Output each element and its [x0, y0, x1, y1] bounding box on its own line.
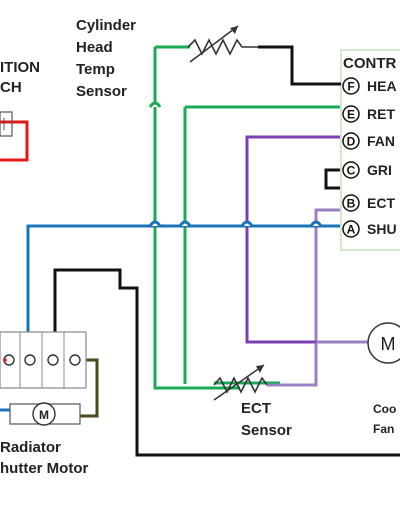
controller-label: CONTR: [343, 55, 396, 72]
cooling-fan-label-2: Fan: [373, 422, 394, 436]
controller-pins: F HEA E RET D FAN C GRI B ECT A SHU: [342, 77, 397, 238]
pin-b-circle: [342, 194, 360, 212]
cooling-fan-motor: M: [367, 322, 400, 364]
black-wire-ground: [324, 168, 340, 190]
terminal-block: [0, 331, 87, 389]
ignition-label-2: CH: [0, 79, 22, 96]
radiator-label-2: hutter Motor: [0, 460, 88, 477]
cht-sensor-thermistor: [187, 25, 341, 86]
pin-f-circle: [342, 77, 360, 95]
black-wire-main: [53, 268, 400, 457]
wire-crossovers: [148, 101, 323, 227]
cht-label-2: Head: [76, 39, 113, 56]
pin-a-label: SHU: [367, 221, 397, 237]
pin-a-letter: A: [347, 223, 356, 237]
purple-wire: [245, 135, 340, 344]
cht-label-1: Cylinder: [76, 17, 136, 34]
ect-sensor-label-1: ECT: [241, 400, 271, 417]
cht-label-4: Sensor: [76, 83, 127, 100]
pin-e-label: RET: [367, 106, 395, 122]
pin-d-circle: [342, 132, 360, 150]
cht-label-3: Temp: [76, 61, 115, 78]
pin-c-circle: [342, 161, 360, 179]
pin-e-letter: E: [347, 108, 355, 122]
ect-sensor-thermistor: [213, 208, 340, 401]
shutter-motor-symbol: M: [39, 408, 49, 422]
pin-c-letter: C: [347, 164, 356, 178]
cooling-fan-label-1: Coo: [373, 402, 396, 416]
pin-f-label: HEA: [367, 78, 397, 94]
pin-d-label: FAN: [367, 133, 395, 149]
pin-b-letter: B: [347, 197, 356, 211]
pin-c-label: GRI: [367, 162, 392, 178]
radiator-label-1: Radiator: [0, 439, 61, 456]
green-wire: [153, 45, 340, 390]
shutter-motor: M: [9, 402, 81, 426]
pin-f-letter: F: [347, 80, 354, 94]
pin-b-label: ECT: [367, 195, 395, 211]
controller-box: [340, 49, 400, 251]
pin-e-circle: [342, 105, 360, 123]
pin-d-letter: D: [347, 135, 356, 149]
ignition-switch: [0, 111, 29, 162]
pin-a-circle: [342, 220, 360, 238]
ect-sensor-label-2: Sensor: [241, 422, 292, 439]
cooling-fan-motor-symbol: M: [381, 334, 396, 354]
ignition-label-1: ITION: [0, 59, 40, 76]
